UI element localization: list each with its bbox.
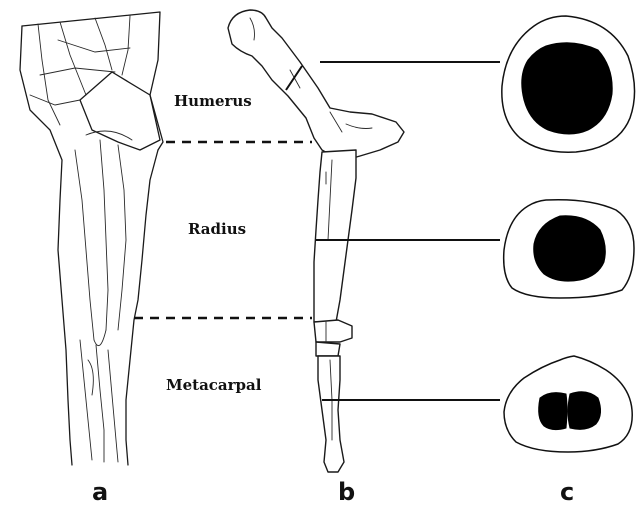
forelimb-outline-drawing	[20, 12, 163, 465]
metacarpal-label: Metacarpal	[166, 376, 262, 394]
panel-c-label: c	[560, 478, 574, 506]
panel-a-label: a	[92, 478, 108, 506]
humerus-cross-section	[502, 16, 635, 152]
panel-b-label: b	[338, 478, 355, 506]
humerus-label: Humerus	[174, 92, 252, 110]
radius-cross-section	[504, 200, 634, 298]
radius-label: Radius	[188, 220, 246, 238]
metacarpal-cross-section	[504, 356, 632, 452]
